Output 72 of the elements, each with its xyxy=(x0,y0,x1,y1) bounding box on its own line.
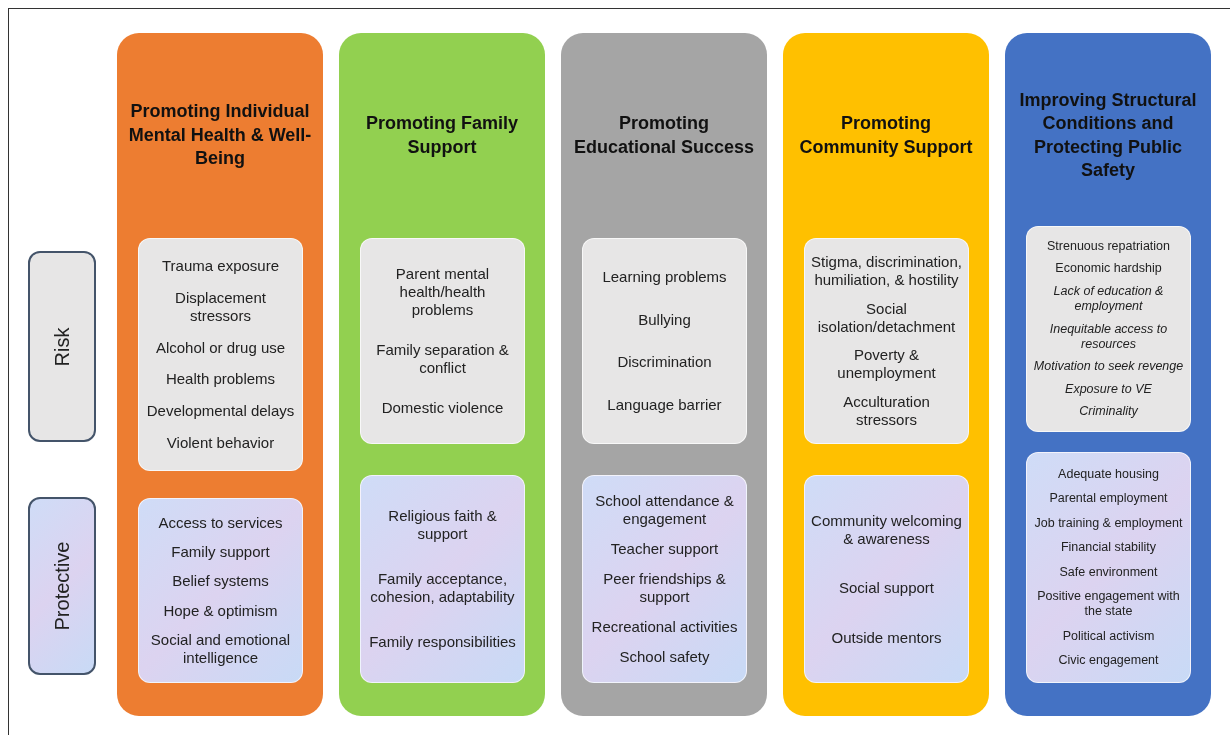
factor-text: Financial stability xyxy=(1060,540,1157,556)
factor-text: Trauma exposure xyxy=(162,256,279,275)
factor-text: Poverty & unemployment xyxy=(836,346,937,383)
risk-factor-box xyxy=(138,238,303,471)
column-heading: Promoting Community Support xyxy=(798,112,974,159)
factor-text: School safety xyxy=(619,648,710,666)
factor-text: Language barrier xyxy=(607,396,722,415)
factor-text: Strenuous repatriation xyxy=(1047,238,1170,254)
column-heading: Promoting Individual Mental Health & Well-Being xyxy=(127,100,313,171)
factor-text: Belief systems xyxy=(172,572,269,591)
factor-text: Positive engagement with the state xyxy=(1036,589,1181,620)
factor-text: Stigma, discrimination, humiliation, & hostility xyxy=(811,253,962,290)
factor-text: Discrimination xyxy=(617,353,712,372)
factor-text: Job training & employment xyxy=(1034,515,1183,531)
factor-text: Motivation to seek revenge xyxy=(1033,359,1184,375)
factor-text: Learning problems xyxy=(602,267,727,286)
factor-text: Recreational activities xyxy=(591,618,738,636)
factor-text: Exposure to VE xyxy=(1065,381,1152,397)
protective-factor-box xyxy=(582,475,747,683)
factor-text: Outside mentors xyxy=(831,628,942,647)
risk-factor-box xyxy=(804,238,969,444)
protective-factor-box xyxy=(1026,452,1191,683)
factor-text: Economic hardship xyxy=(1055,261,1162,277)
protective-factor-box xyxy=(804,475,969,683)
protective-factor-box xyxy=(138,498,303,683)
factor-text: Teacher support xyxy=(610,540,719,558)
factor-text: Family support xyxy=(171,543,270,562)
factor-text: Social support xyxy=(838,579,935,597)
category-column xyxy=(783,33,989,716)
factor-text: Civic engagement xyxy=(1058,653,1159,669)
factor-text: Access to services xyxy=(158,514,283,533)
factor-text: Violent behavior xyxy=(166,434,275,453)
category-column xyxy=(561,33,767,716)
factor-text: Religious faith & support xyxy=(387,507,498,543)
factor-text: Bullying xyxy=(638,310,691,329)
factor-text: Social isolation/detachment xyxy=(816,299,957,336)
column-heading: Promoting Educational Success xyxy=(572,112,756,159)
factor-text: Displacement stressors xyxy=(174,288,267,325)
factor-text: Alcohol or drug use xyxy=(155,338,286,357)
factor-text: Developmental delays xyxy=(146,402,295,421)
factor-text: Family acceptance, cohesion, adaptability xyxy=(369,570,516,606)
factor-text: Family separation & conflict xyxy=(375,341,510,377)
factor-text: Social and emotional intelligence xyxy=(149,630,292,667)
factor-text: Domestic violence xyxy=(381,399,504,417)
column-heading: Improving Structural Conditions and Protecting Public Safety xyxy=(1018,88,1198,182)
category-column xyxy=(117,33,323,716)
row-label-box xyxy=(28,251,96,442)
factor-text: Parental employment xyxy=(1049,491,1168,507)
factor-text: Acculturation stressors xyxy=(842,392,931,429)
risk-factor-box xyxy=(1026,226,1191,432)
risk-factor-box xyxy=(582,238,747,444)
protective-factor-box xyxy=(360,475,525,683)
factor-text: Hope & optimism xyxy=(163,601,278,620)
factor-text: School attendance & engagement xyxy=(594,492,735,528)
factor-text: Peer friendships & support xyxy=(602,570,727,606)
risk-factor-box xyxy=(360,238,525,444)
factor-text: Inequitable access to resources xyxy=(1048,321,1169,352)
column-heading: Promoting Family Support xyxy=(365,112,519,159)
factor-text: Health problems xyxy=(165,370,276,389)
factor-text: Criminality xyxy=(1079,404,1138,420)
factor-text: Family responsibilities xyxy=(369,633,516,651)
row-label: Risk xyxy=(50,327,74,366)
row-label: Protective xyxy=(50,541,74,631)
factor-text: Adequate housing xyxy=(1058,466,1159,482)
factor-text: Lack of education & employment xyxy=(1052,283,1165,314)
row-label-box xyxy=(28,497,96,675)
factor-text: Political activism xyxy=(1062,628,1155,644)
factor-text: Safe environment xyxy=(1059,564,1158,580)
factor-text: Parent mental health/health problems xyxy=(394,265,491,319)
category-column xyxy=(339,33,545,716)
factor-text: Community welcoming & awareness xyxy=(811,511,962,548)
category-column xyxy=(1005,33,1211,716)
